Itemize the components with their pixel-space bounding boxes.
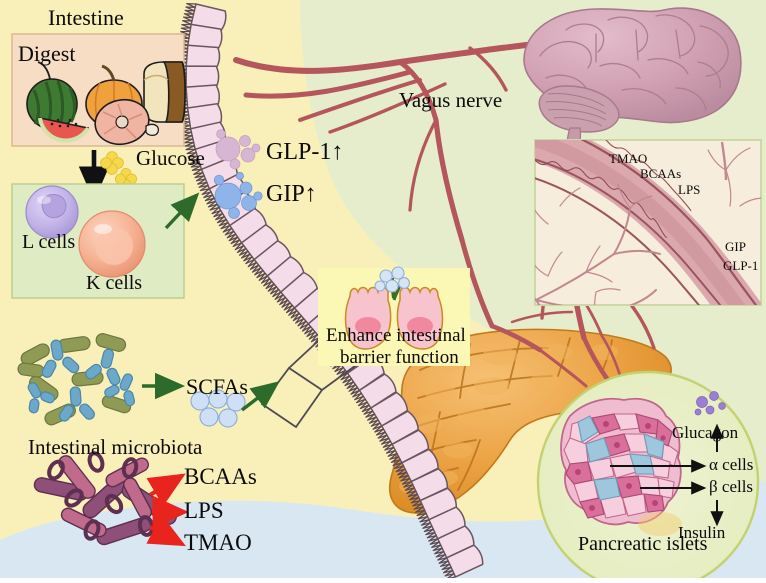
microvilli bbox=[374, 425, 393, 448]
label-scfas: SCFAs bbox=[186, 374, 248, 399]
microvilli bbox=[403, 481, 421, 504]
label-lps: LPS bbox=[184, 498, 224, 523]
microvilli bbox=[247, 259, 268, 281]
vessel-inset-content bbox=[535, 140, 761, 305]
microvilli bbox=[176, 44, 189, 67]
microvilli bbox=[211, 207, 231, 230]
label-glp1: GLP-1↑ bbox=[266, 139, 344, 165]
label-intestine: Intestine bbox=[48, 5, 124, 30]
microvilli bbox=[181, 128, 196, 151]
islet-arrows bbox=[610, 423, 724, 527]
insulin-glow bbox=[638, 512, 682, 536]
microvilli bbox=[274, 291, 295, 314]
gip-molecules bbox=[213, 172, 263, 219]
label-glucagon: Glucagon bbox=[672, 423, 739, 442]
islet-panel-content bbox=[560, 397, 682, 526]
label-glucose: Glucose bbox=[136, 146, 205, 170]
label-gip: GIP↑ bbox=[266, 181, 317, 207]
label-bcaas-inset: BCAAs bbox=[640, 166, 682, 181]
epithelial-cell bbox=[185, 65, 220, 88]
glucose-molecules bbox=[100, 151, 137, 190]
label-enhance-barrier-2: barrier function bbox=[340, 347, 459, 368]
label-k-cells: K cells bbox=[86, 272, 143, 294]
beneficial-microbiota bbox=[17, 333, 135, 426]
microvilli bbox=[178, 107, 191, 130]
epithelial-cell bbox=[358, 373, 397, 409]
microvilli bbox=[288, 307, 309, 330]
l-cell bbox=[25, 185, 79, 239]
label-gip-inset: GIP bbox=[725, 239, 746, 254]
pancreas-organ bbox=[388, 328, 672, 514]
microvilli bbox=[260, 275, 282, 298]
microvilli bbox=[384, 443, 403, 467]
food-items bbox=[26, 61, 186, 146]
brain-illustration bbox=[523, 7, 742, 162]
microvilli bbox=[193, 168, 210, 192]
glp1-molecules bbox=[215, 129, 261, 170]
epithelial-cell bbox=[380, 410, 419, 446]
microvilli bbox=[363, 407, 382, 430]
microvilli bbox=[438, 557, 456, 578]
microvilli bbox=[186, 148, 202, 171]
microvilli bbox=[178, 23, 192, 46]
label-tmao: TMAO bbox=[184, 530, 252, 555]
label-tmao-inset: TMAO bbox=[609, 151, 648, 166]
k-cell bbox=[78, 210, 146, 278]
microvilli bbox=[234, 242, 255, 265]
epithelial-cell bbox=[185, 44, 221, 70]
label-vagus-nerve: Vagus nerve bbox=[399, 88, 503, 112]
label-l-cells: L cells bbox=[22, 231, 76, 253]
microvilli bbox=[352, 389, 372, 413]
enterocyte-pair bbox=[344, 266, 444, 350]
harmful-microbiota bbox=[33, 451, 177, 546]
scfa-to-epithelium-arrow bbox=[240, 381, 280, 412]
microvilli bbox=[201, 188, 220, 211]
label-alpha-cells: α cells bbox=[709, 455, 754, 474]
microvilli bbox=[176, 65, 187, 88]
label-bcaas: BCAAs bbox=[184, 464, 257, 489]
harmful-metabolite-arrows bbox=[146, 473, 189, 547]
label-glp1-inset: GLP-1 bbox=[723, 258, 759, 273]
label-intestinal-microbiota: Intestinal microbiota bbox=[28, 435, 203, 459]
epithelial-cell bbox=[445, 544, 484, 578]
label-digest: Digest bbox=[18, 41, 76, 66]
scfa-molecules bbox=[190, 389, 246, 428]
epithelial-cell bbox=[370, 391, 409, 427]
label-insulin: Insulin bbox=[678, 523, 726, 542]
label-lps-inset: LPS bbox=[678, 182, 701, 197]
microvilli bbox=[182, 2, 197, 25]
label-pancreatic-islets: Pancreatic islets bbox=[578, 533, 708, 555]
label-enhance-barrier-1: Enhance intestinal bbox=[326, 325, 466, 346]
label-beta-cells: β cells bbox=[709, 477, 754, 496]
microvilli bbox=[340, 372, 360, 395]
glucagon-granules bbox=[694, 391, 726, 416]
microvilli bbox=[412, 500, 430, 523]
microvilli bbox=[176, 86, 188, 109]
microvilli bbox=[429, 538, 447, 561]
cells-to-incretin-arrow bbox=[164, 192, 200, 230]
microvilli bbox=[222, 225, 242, 248]
beta-cells bbox=[577, 415, 665, 501]
microvilli bbox=[420, 519, 438, 542]
microvilli bbox=[393, 462, 412, 485]
